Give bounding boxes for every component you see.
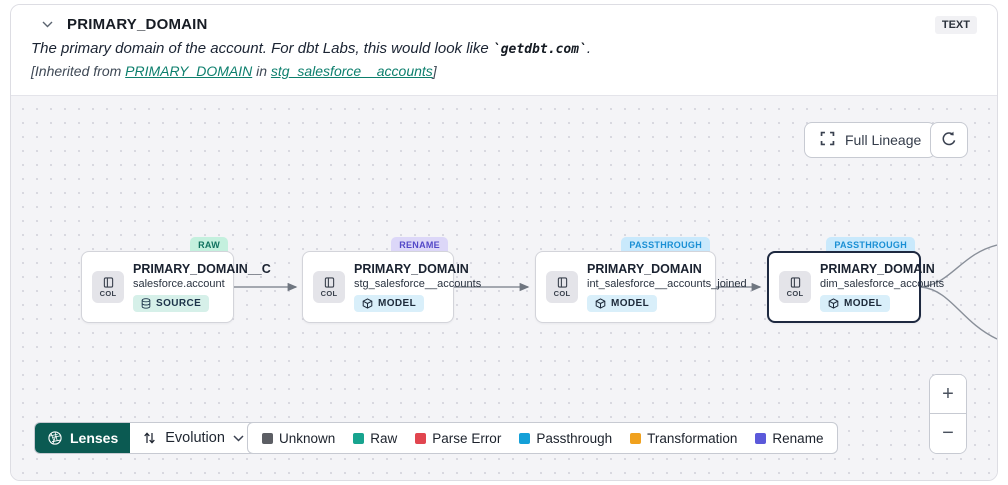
lenses-button[interactable]: Lenses — [35, 423, 131, 453]
legend-swatch — [262, 432, 273, 444]
legend-item: Transformation — [630, 431, 737, 446]
model-cube-icon — [595, 298, 606, 309]
legend-swatch — [519, 432, 531, 444]
lineage-node-staging: RENAME COL PRIMARY_DOMAIN stg_salesforce… — [302, 237, 481, 323]
evolution-legend: Unknown Raw Parse Error Passthrough Tran… — [247, 422, 839, 454]
node-subtitle: int_salesforce__accounts_joined — [587, 278, 747, 290]
resource-type-badge: MODEL — [820, 295, 891, 312]
resource-type-badge: MODEL — [587, 295, 658, 312]
legend-item: Raw — [353, 431, 397, 446]
refresh-button[interactable] — [930, 122, 968, 158]
evolution-swap-icon — [144, 432, 156, 444]
database-icon — [141, 298, 151, 309]
collapse-chevron-icon[interactable] — [39, 17, 55, 33]
legend-item: Rename — [755, 431, 823, 446]
model-cube-icon — [362, 298, 373, 309]
lens-aperture-icon — [48, 431, 62, 445]
lineage-node-dim-selected: PASSTHROUGH COL PRIMARY_DOMAIN dim_sales… — [767, 237, 944, 323]
legend-swatch — [630, 432, 642, 444]
lens-selector-dropdown[interactable]: Evolution — [130, 423, 256, 453]
legend-item: Parse Error — [415, 431, 501, 446]
node-card-selected[interactable]: COL PRIMARY_DOMAIN dim_salesforce_accoun… — [767, 251, 944, 323]
column-header: PRIMARY_DOMAIN TEXT The primary domain o… — [11, 5, 997, 96]
legend-item: Passthrough — [519, 431, 612, 446]
node-card[interactable]: COL PRIMARY_DOMAIN__C salesforce.account… — [81, 251, 271, 323]
node-title: PRIMARY_DOMAIN — [354, 262, 469, 276]
node-subtitle: salesforce.account — [133, 278, 225, 290]
column-icon: COL — [313, 271, 345, 303]
resource-type-badge: MODEL — [354, 295, 425, 312]
column-type-badge: TEXT — [934, 16, 977, 34]
column-description: The primary domain of the account. For d… — [31, 40, 591, 57]
inherited-model-link[interactable]: stg_salesforce__accounts — [270, 63, 433, 79]
node-title: PRIMARY_DOMAIN — [587, 262, 702, 276]
lineage-node-source: RAW COL PRIMARY_DOMAIN__C salesforce.acc… — [81, 237, 271, 323]
column-icon: COL — [92, 271, 124, 303]
node-card[interactable]: COL PRIMARY_DOMAIN stg_salesforce__accou… — [302, 251, 481, 323]
zoom-out-button[interactable]: − — [930, 414, 966, 453]
legend-swatch — [353, 432, 365, 444]
column-icon: COL — [779, 271, 811, 303]
full-lineage-button[interactable]: Full Lineage — [804, 122, 937, 158]
lenses-toolbar: Lenses Evolution — [34, 422, 257, 454]
model-cube-icon — [828, 298, 839, 309]
column-title: PRIMARY_DOMAIN — [67, 16, 208, 33]
fullscreen-brackets-icon — [819, 130, 836, 150]
chevron-down-icon — [233, 434, 244, 442]
legend-swatch — [755, 432, 767, 444]
inherited-column-link[interactable]: PRIMARY_DOMAIN — [125, 63, 253, 79]
legend-item: Unknown — [262, 431, 335, 446]
node-subtitle: dim_salesforce_accounts — [820, 278, 945, 290]
column-icon: COL — [546, 271, 578, 303]
lineage-node-intermediate: PASSTHROUGH COL PRIMARY_DOMAIN int_sales… — [535, 237, 747, 323]
node-subtitle: stg_salesforce__accounts — [354, 278, 482, 290]
zoom-in-button[interactable]: + — [930, 375, 966, 414]
resource-type-badge: SOURCE — [133, 295, 210, 312]
zoom-controls: + − — [929, 374, 967, 454]
node-card[interactable]: COL PRIMARY_DOMAIN int_salesforce__accou… — [535, 251, 747, 323]
legend-swatch — [415, 432, 427, 444]
inline-code: `getdbt.com` — [492, 42, 587, 57]
refresh-icon — [940, 130, 958, 151]
inherited-from-note: [Inherited from PRIMARY_DOMAIN in stg_sa… — [31, 63, 437, 79]
node-title: PRIMARY_DOMAIN__C — [133, 262, 271, 276]
column-lineage-panel: PRIMARY_DOMAIN TEXT The primary domain o… — [10, 4, 998, 481]
lineage-canvas[interactable]: Full Lineage RAW COL PRIMARY_DOMAIN__C s… — [11, 96, 997, 480]
node-title: PRIMARY_DOMAIN — [820, 262, 935, 276]
